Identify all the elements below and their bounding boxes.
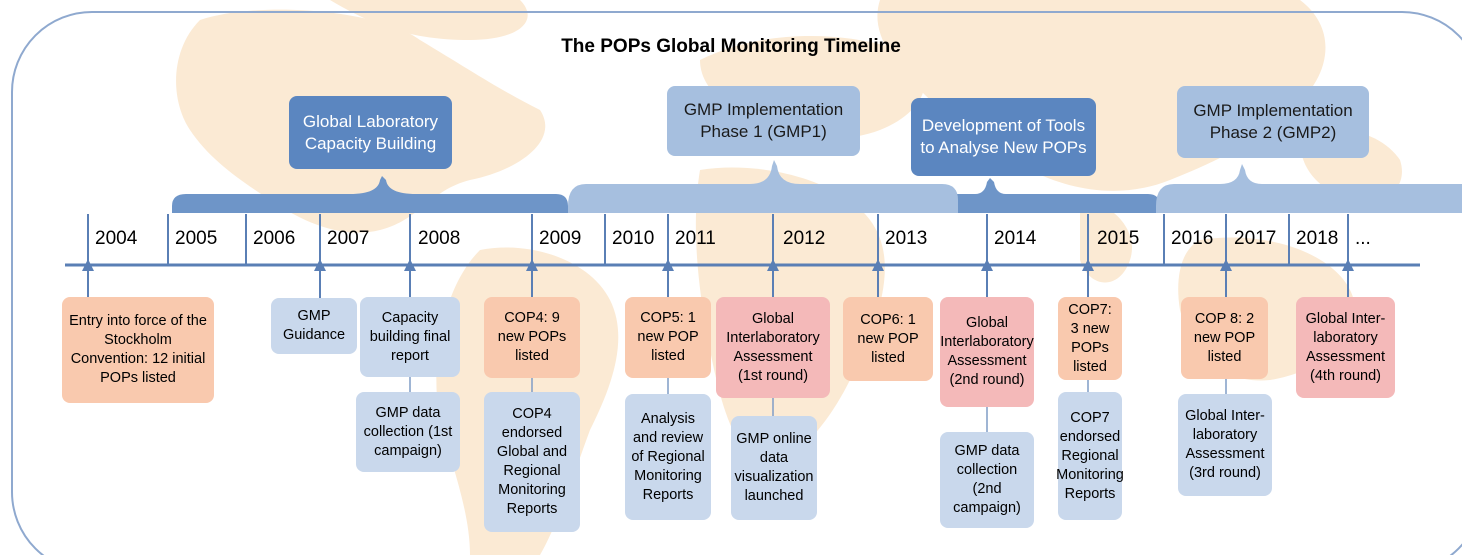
year-label: 2009: [539, 228, 582, 249]
event-gia-1: Global Interlaboratory Assessment (1st r…: [716, 297, 830, 398]
phase-gmp1: GMP Implementation Phase 1 (GMP1): [667, 86, 860, 156]
phase-label: GMP Implementation Phase 2 (GMP2): [1193, 101, 1353, 142]
phase-gmp2: GMP Implementation Phase 2 (GMP2): [1177, 86, 1369, 158]
event-cop6: COP6: 1 new POP listed: [843, 297, 933, 381]
event-capacity-report: Capacity building final report: [360, 297, 460, 377]
year-label: 2012: [783, 228, 826, 249]
event-cop7-endorsed: COP7 endorsed Regional Monitoring Report…: [1056, 392, 1124, 520]
phase-global-lab-capacity: Global Laboratory Capacity Building: [289, 96, 452, 169]
event-gia-4: Global Inter-laboratory Assessment (4th …: [1296, 297, 1395, 398]
event-cop4-endorsed: COP4 endorsed Global and Regional Monito…: [484, 392, 580, 532]
event-cop8: COP 8: 2 new POP listed: [1181, 297, 1268, 379]
event-gia-3: Global Inter-laboratory Assessment (3rd …: [1178, 394, 1272, 496]
year-label: 2004: [95, 228, 138, 249]
year-label: 2014: [994, 228, 1037, 249]
event-entry-into-force: Entry into force of the Stockholm Conven…: [62, 297, 214, 403]
year-label: 2007: [327, 228, 370, 249]
event-gmp-data-1: GMP data collection (1st campaign): [356, 392, 460, 472]
year-label: ...: [1355, 228, 1371, 249]
event-analysis-review: Analysis and review of Regional Monitori…: [625, 394, 711, 520]
event-gmp-guidance: GMP Guidance: [271, 298, 357, 354]
year-label: 2015: [1097, 228, 1140, 249]
event-gia-2: Global Interlaboratory Assessment (2nd r…: [940, 297, 1034, 407]
event-cop5: COP5: 1 new POP listed: [625, 297, 711, 378]
phase-label: Global Laboratory Capacity Building: [302, 111, 439, 153]
phase-label: GMP Implementation Phase 1 (GMP1): [683, 100, 844, 141]
year-label: 2017: [1234, 228, 1277, 249]
event-gmp-online: GMP online data visualization launched: [731, 416, 817, 520]
year-label: 2011: [675, 228, 716, 249]
year-label: 2016: [1171, 228, 1214, 249]
diagram-title: The POPs Global Monitoring Timeline: [561, 36, 901, 57]
year-label: 2013: [885, 228, 928, 249]
year-label: 2005: [175, 228, 218, 249]
phase-tools-new-pops: Development of Tools to Analyse New POPs: [911, 98, 1096, 176]
event-gmp-data-2: GMP data collection (2nd campaign): [940, 432, 1034, 528]
year-label: 2010: [612, 228, 655, 249]
event-cop4: COP4: 9 new POPs listed: [484, 297, 580, 378]
phase-label: Development of Tools to Analyse New POPs: [920, 116, 1087, 157]
year-label: 2006: [253, 228, 296, 249]
event-cop7: COP7: 3 new POPs listed: [1058, 297, 1122, 380]
year-label: 2018: [1296, 228, 1339, 249]
year-label: 2008: [418, 228, 461, 249]
